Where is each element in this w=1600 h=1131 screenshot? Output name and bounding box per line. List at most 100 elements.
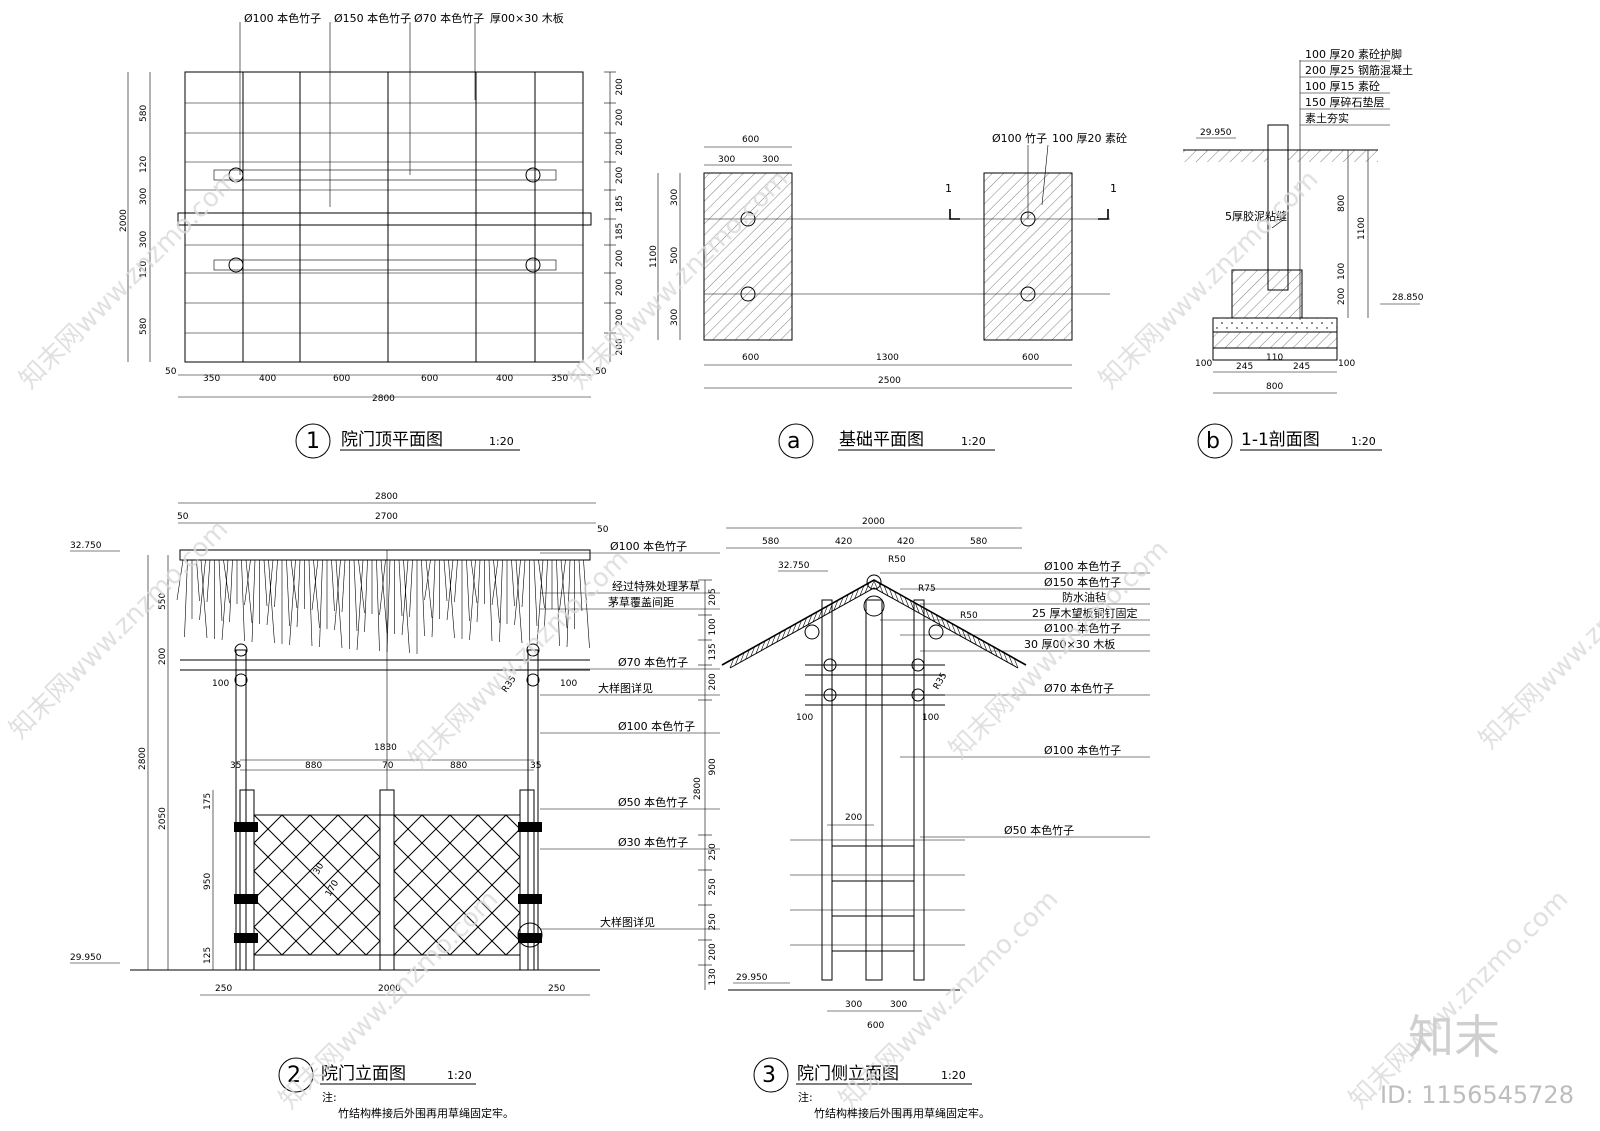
svg-text:R50: R50 (960, 611, 978, 621)
svg-text:200: 200 (158, 648, 168, 665)
planA-title: 基础平面图 (839, 430, 924, 450)
svg-text:30 厚00×30 木板: 30 厚00×30 木板 (1024, 637, 1115, 651)
svg-text:300: 300 (890, 1000, 907, 1010)
svg-text:30: 30 (312, 861, 327, 876)
svg-text:580: 580 (762, 537, 779, 547)
svg-text:300: 300 (670, 309, 680, 326)
image-id: ID: 1156545728 (1380, 1081, 1574, 1109)
svg-text:2050: 2050 (158, 807, 168, 830)
svg-text:1: 1 (1110, 182, 1117, 195)
svg-text:Ø50 本色竹子: Ø50 本色竹子 (1004, 823, 1074, 837)
svg-text:1300: 1300 (876, 353, 899, 363)
svg-text:2: 2 (287, 1063, 301, 1088)
svg-text:200: 200 (615, 167, 625, 184)
svg-text:R50: R50 (888, 555, 906, 565)
svg-text:200: 200 (615, 138, 625, 155)
svg-text:100: 100 (1338, 359, 1355, 369)
svg-text:950: 950 (203, 873, 213, 890)
svg-text:200: 200 (615, 250, 625, 267)
svg-text:50: 50 (165, 367, 177, 377)
svg-text:Ø100 竹子: Ø100 竹子 (992, 131, 1047, 145)
svg-text:大样图详见: 大样图详见 (600, 915, 655, 929)
svg-text:350: 350 (551, 374, 568, 384)
plan1-label-4: 厚00×30 木板 (490, 11, 564, 25)
svg-text:880: 880 (305, 761, 322, 771)
svg-text:600: 600 (1022, 353, 1039, 363)
svg-text:250: 250 (708, 878, 718, 895)
svg-text:100: 100 (560, 679, 577, 689)
svg-text:29.950: 29.950 (70, 953, 102, 963)
planA-drawing: 1 1 Ø100 竹子 100 厚20 素砼 600 300 300 1100 … (649, 131, 1127, 459)
svg-text:150 厚碎石垫层: 150 厚碎石垫层 (1305, 95, 1385, 109)
svg-text:100: 100 (922, 713, 939, 723)
svg-text:b: b (1206, 429, 1220, 454)
svg-text:35: 35 (530, 761, 541, 771)
svg-text:600: 600 (333, 374, 350, 384)
svg-text:200 厚25 钢筋混凝土: 200 厚25 钢筋混凝土 (1305, 63, 1413, 77)
svg-text:知末网www.znzmo.com: 知末网www.znzmo.com (14, 164, 245, 395)
svg-text:600: 600 (867, 1021, 884, 1031)
svg-text:100: 100 (708, 618, 718, 635)
svg-text:1:20: 1:20 (447, 1069, 472, 1082)
svg-text:200: 200 (615, 78, 625, 95)
svg-text:100 厚20 素砼: 100 厚20 素砼 (1052, 132, 1127, 145)
svg-text:Ø100 本色竹子: Ø100 本色竹子 (1044, 743, 1121, 757)
svg-text:200: 200 (615, 309, 625, 326)
svg-text:400: 400 (259, 374, 276, 384)
svg-text:100: 100 (212, 679, 229, 689)
svg-text:125: 125 (203, 947, 213, 964)
plan1-label-2: Ø150 本色竹子 (334, 11, 411, 25)
svg-text:110: 110 (1266, 353, 1283, 363)
svg-text:50: 50 (177, 512, 189, 522)
svg-text:175: 175 (203, 793, 213, 810)
svg-text:200: 200 (1337, 288, 1347, 305)
svg-text:1100: 1100 (1357, 217, 1367, 240)
svg-text:1830: 1830 (374, 743, 397, 753)
svg-text:200: 200 (708, 673, 718, 690)
svg-text:知末网www.znzmo.com: 知末网www.znzmo.com (1474, 524, 1600, 755)
svg-text:580: 580 (139, 105, 149, 122)
svg-text:300: 300 (670, 189, 680, 206)
svg-text:50: 50 (595, 367, 607, 377)
svg-text:素土夯实: 素土夯实 (1305, 111, 1349, 125)
svg-text:5厚胶泥粘缝: 5厚胶泥粘缝 (1225, 209, 1287, 223)
svg-text:100: 100 (1195, 359, 1212, 369)
svg-text:600: 600 (742, 353, 759, 363)
svg-text:120: 120 (139, 261, 149, 278)
svg-text:300: 300 (762, 155, 779, 165)
svg-text:185: 185 (615, 195, 625, 212)
svg-text:350: 350 (203, 374, 220, 384)
svg-text:2800: 2800 (693, 777, 703, 800)
svg-text:880: 880 (450, 761, 467, 771)
svg-text:580: 580 (139, 318, 149, 335)
svg-text:50: 50 (597, 525, 609, 535)
svg-text:420: 420 (835, 537, 852, 547)
svg-text:245: 245 (1236, 362, 1253, 372)
svg-text:250: 250 (548, 984, 565, 994)
svg-text:Ø50 本色竹子: Ø50 本色竹子 (618, 795, 688, 809)
svg-text:3: 3 (762, 1063, 776, 1088)
svg-text:400: 400 (496, 374, 513, 384)
svg-text:2000: 2000 (119, 209, 129, 232)
svg-text:25 厚木望板铜钉固定: 25 厚木望板铜钉固定 (1032, 606, 1138, 620)
elev3-note: 竹结构榫接后外围再用草绳固定牢。 (814, 1106, 990, 1120)
elev2-title: 院门立面图 (321, 1064, 406, 1084)
svg-text:550: 550 (158, 593, 168, 610)
svg-text:70: 70 (382, 761, 394, 771)
brand-logo-text: 知末 (1408, 1010, 1500, 1064)
svg-text:1:20: 1:20 (941, 1069, 966, 1082)
svg-text:R35: R35 (932, 671, 950, 691)
svg-text:Ø150 本色竹子: Ø150 本色竹子 (1044, 575, 1121, 589)
svg-text:600: 600 (421, 374, 438, 384)
svg-text:29.950: 29.950 (736, 973, 768, 983)
svg-text:32.750: 32.750 (70, 541, 102, 551)
svg-text:32.750: 32.750 (778, 561, 810, 571)
svg-text:245: 245 (1293, 362, 1310, 372)
svg-text:100: 100 (1337, 263, 1347, 280)
svg-text:800: 800 (1266, 382, 1283, 392)
secB-title: 1-1剖面图 (1241, 430, 1320, 450)
svg-text:130: 130 (708, 968, 718, 985)
